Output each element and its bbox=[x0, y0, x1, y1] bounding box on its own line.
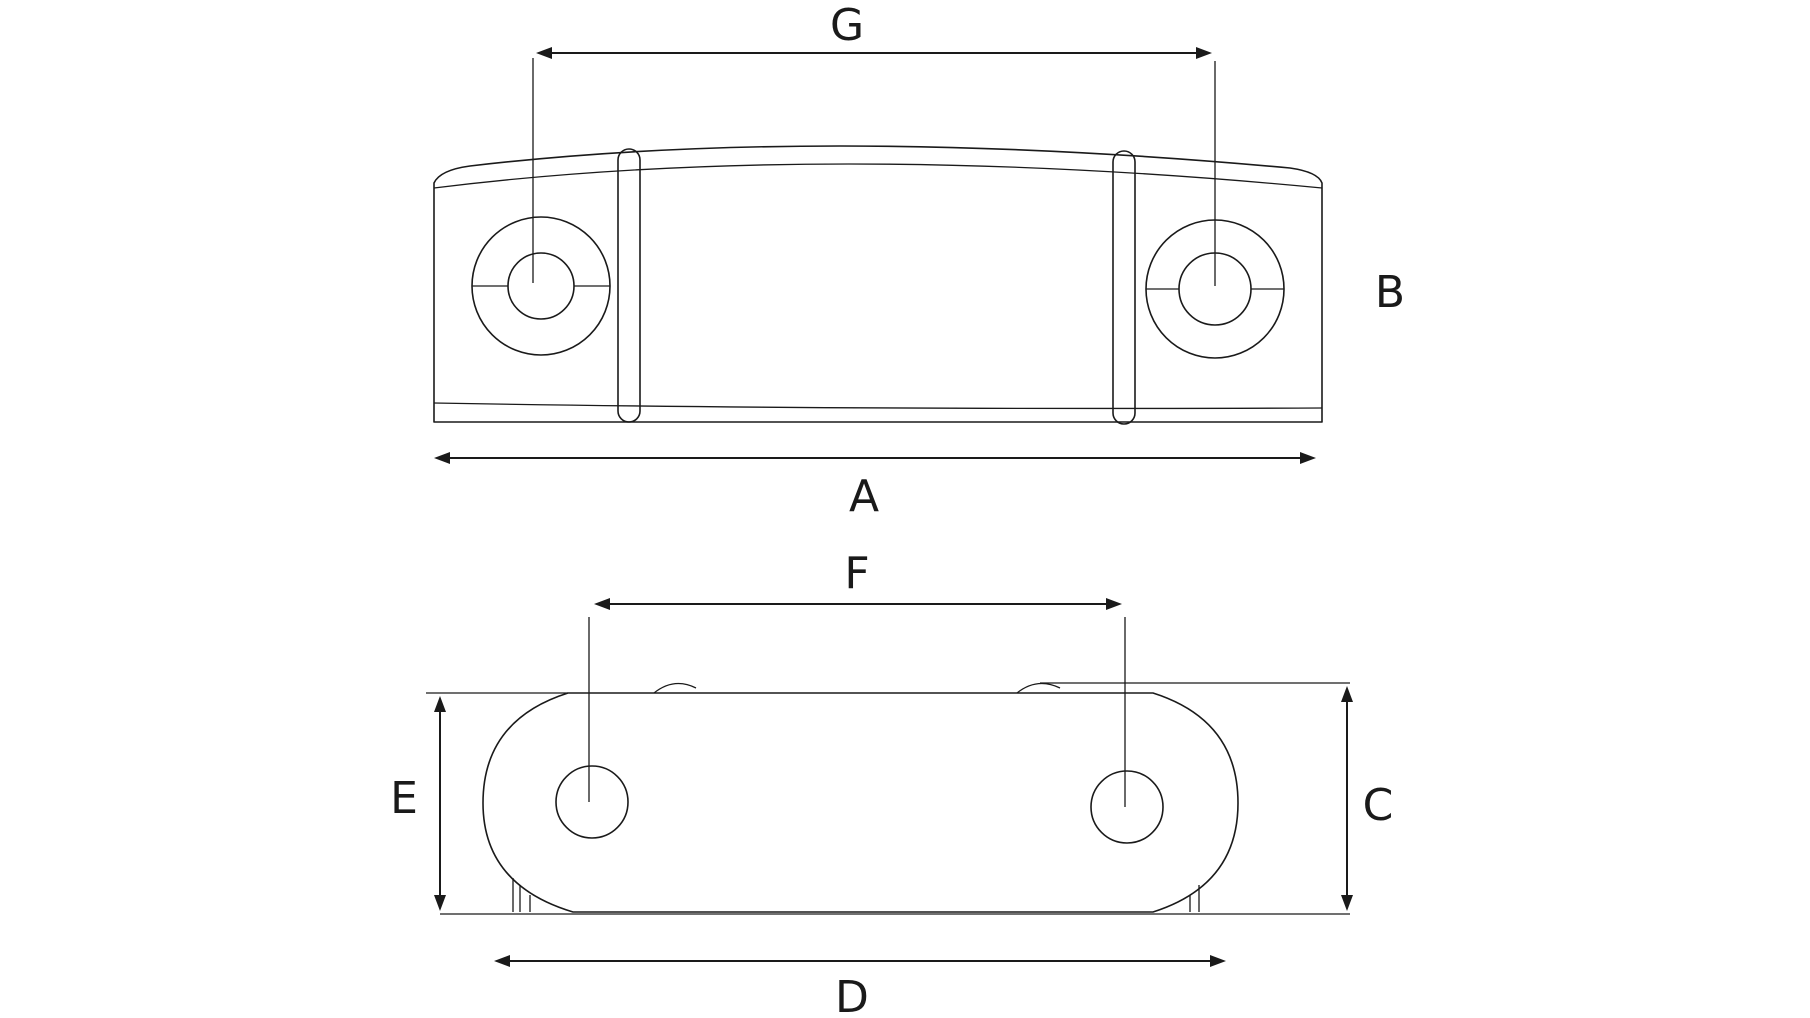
top-view-base-line bbox=[433, 402, 1323, 410]
left-top-bump bbox=[653, 682, 697, 694]
dimension-c bbox=[1341, 686, 1353, 911]
top-view: G A B bbox=[433, 0, 1405, 522]
label-f: F bbox=[844, 548, 869, 599]
label-d: D bbox=[835, 972, 869, 1018]
dimension-g bbox=[536, 47, 1212, 59]
side-left-hole bbox=[555, 765, 629, 839]
side-view: F E C D bbox=[390, 548, 1393, 1018]
dimension-a bbox=[434, 452, 1316, 464]
label-b: B bbox=[1375, 267, 1405, 318]
left-hole-inner bbox=[507, 252, 575, 320]
side-right-hole bbox=[1090, 770, 1164, 844]
label-e: E bbox=[390, 773, 418, 824]
dimension-f bbox=[594, 598, 1122, 610]
top-view-inner-edge bbox=[433, 163, 1323, 189]
dimension-e bbox=[434, 696, 446, 911]
right-slot bbox=[1112, 150, 1136, 425]
left-slot bbox=[617, 148, 641, 423]
dimension-d bbox=[494, 955, 1226, 967]
top-view-body bbox=[433, 145, 1323, 423]
side-view-body bbox=[482, 692, 1239, 913]
right-top-bump bbox=[1016, 682, 1061, 694]
label-a: A bbox=[849, 471, 879, 522]
label-g: G bbox=[830, 0, 864, 51]
label-c: C bbox=[1363, 780, 1394, 831]
